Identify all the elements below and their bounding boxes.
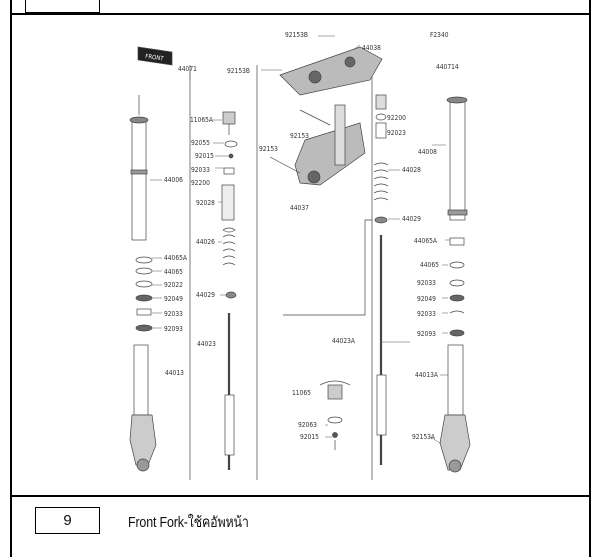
callout-label: 44037 [290,204,309,212]
callout-label: 44026 [196,238,215,246]
callout-label: 44006 [164,176,183,184]
figure-number: 9 [63,512,72,529]
caption-divider [10,495,590,497]
callout-label: 92153 [259,145,278,153]
parts-diagram-svg: F2340 FRONT 92153B 44038 44071 92153B 44… [129,31,471,480]
callout-label: 92200 [191,179,210,187]
callout-label: 92023 [387,129,406,137]
steering-stem [334,104,346,166]
upper-triple-clamp [279,46,383,96]
callout-label: 92033 [191,166,210,174]
spacer-tube [221,184,235,221]
callout-label: 44038 [362,44,381,52]
callout-label: 11065A [190,116,214,124]
left-fork-top [129,116,149,124]
cap-bolt [222,111,236,125]
callout-label: 92049 [417,295,436,303]
header-cell [25,0,100,13]
fork-spring-right [373,162,389,201]
diagram-code: F2340 [430,31,449,39]
divider-mid-right [283,219,373,480]
callout-label: 92049 [164,295,183,303]
figure-caption: Front Fork-ใช้คอัพหน้า [128,515,249,531]
front-tag-label: FRONT [145,53,165,63]
callout-label: 92033 [164,310,183,318]
callout-label: 92022 [164,281,183,289]
fork-spring-left [222,227,236,266]
top-divider [10,13,590,15]
callout-label: 92153B [285,31,308,39]
callout-label: 44028 [402,166,421,174]
callout-label: 92033 [417,310,436,318]
figure-number-box: 9 [35,507,100,534]
callout-label: 44065 [164,268,183,276]
callout-label: 92055 [191,139,210,147]
lower-triple-clamp [294,122,366,186]
callout-label: 44023A [332,337,356,345]
callout-label: 44008 [418,148,437,156]
callout-label: 92028 [196,199,215,207]
callout-label: 44065A [414,237,438,245]
callout-labels: F2340 FRONT 92153B 44038 44071 92153B 44… [145,31,459,441]
left-border [10,0,12,557]
left-fork-tube [131,119,147,241]
callout-label: 92153A [412,433,436,441]
callout-label: 44065A [164,254,188,262]
callout-label: 44029 [196,291,215,299]
callout-label: 44023 [197,340,216,348]
callout-label: 92063 [298,421,317,429]
callout-label: 92015 [300,433,319,441]
right-border [589,0,591,557]
callout-label: 92033 [417,279,436,287]
callout-label: 44029 [402,215,421,223]
callout-label: 92153 [290,132,309,140]
callout-label: 44013 [165,369,184,377]
left-axle-bracket [129,414,157,466]
callout-label: 44065 [420,261,439,269]
front-tag-arrow [137,46,173,66]
callout-label: 92093 [164,325,183,333]
callout-label: 44071 [178,65,197,73]
callout-label: 440714 [436,63,459,71]
right-lower-leg [447,344,464,416]
callout-label: 92153B [227,67,250,75]
left-lower-leg [133,344,149,416]
callout-label: 11065 [292,389,311,397]
callout-label: 92015 [195,152,214,160]
exploded-parts-diagram: F2340 FRONT 92153B 44038 44071 92153B 44… [110,25,480,487]
callout-label: 44013A [415,371,439,379]
callout-label: 92200 [387,114,406,122]
callout-label: 92093 [417,330,436,338]
right-fork-tube [449,99,466,221]
